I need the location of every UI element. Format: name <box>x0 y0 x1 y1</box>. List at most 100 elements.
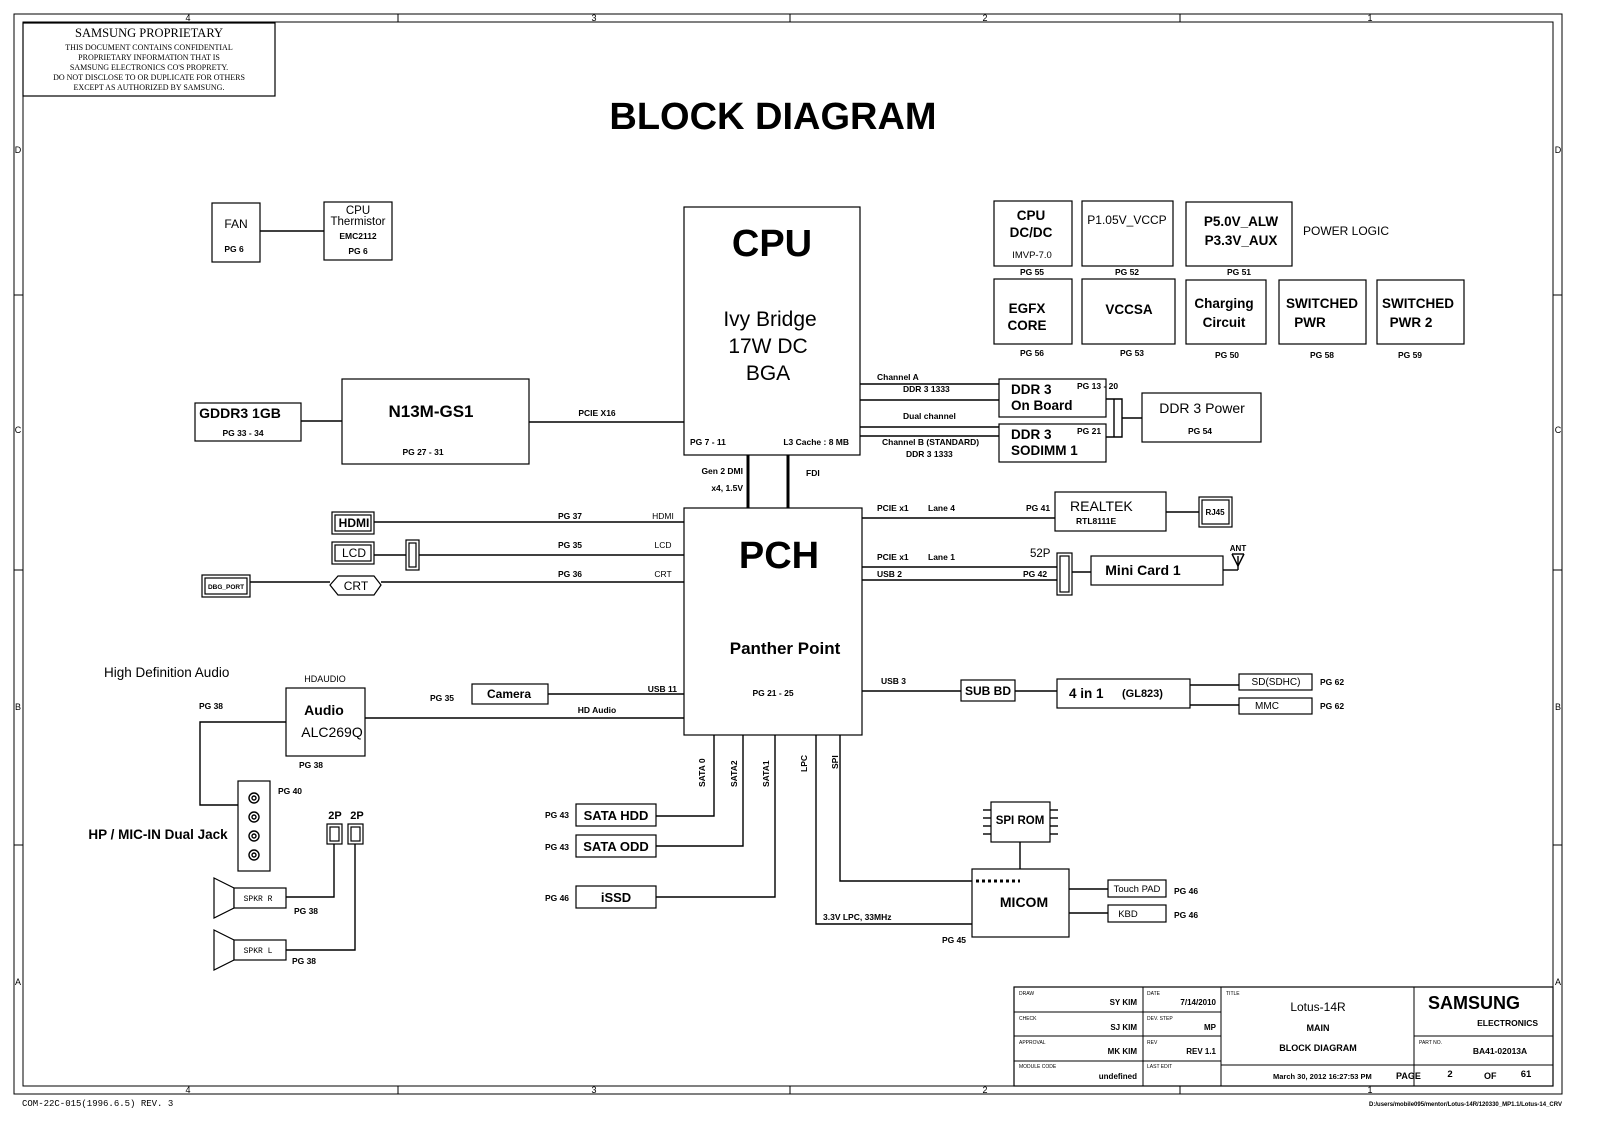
row-label-a: A <box>15 977 21 987</box>
hd-audio-signal: HD Audio <box>578 705 616 715</box>
audio-pg-left: PG 38 <box>199 701 223 711</box>
lcd-connector: LCD <box>331 541 375 565</box>
thermistor-block: CPU Thermistor EMC2112 PG 6 <box>323 201 393 261</box>
vccp-pg: PG 52 <box>1115 267 1139 277</box>
dev-step-caption: DEV. STEP <box>1147 1016 1173 1022</box>
issd-label: iSSD <box>601 890 631 905</box>
date-caption: DATE <box>1147 991 1161 997</box>
part-no-value: BA41-02013A <box>1473 1046 1527 1056</box>
dbg-port-connector: DBG_PORT <box>201 574 251 598</box>
switched-pwr2-block: SWITCHED PWR 2 PG 59 <box>1376 279 1465 360</box>
col-label-3-bottom: 3 <box>591 1085 596 1095</box>
sodimm-block: DDR 3 SODIMM 1 PG 21 <box>998 423 1107 463</box>
audio-codec-chip: ALC269Q <box>301 724 363 740</box>
lcd-signal: LCD <box>654 540 671 550</box>
fan-pg: PG 6 <box>224 244 244 254</box>
sub-bd-block: SUB BD <box>960 679 1016 702</box>
module-code-caption: MODULE CODE <box>1019 1064 1057 1070</box>
sata2-label: SATA2 <box>729 760 739 787</box>
col-label-1: 1 <box>1367 13 1372 23</box>
pcie-x16-label: PCIE X16 <box>578 408 616 418</box>
proprietary-title: SAMSUNG PROPRIETARY <box>75 26 223 40</box>
gpu-pg: PG 27 - 31 <box>402 447 443 457</box>
sata0-label: SATA 0 <box>697 758 707 787</box>
sub-bd-label: SUB BD <box>965 684 1011 698</box>
audio-jack-connector <box>237 780 271 872</box>
ddr-power-block: DDR 3 Power PG 54 <box>1141 392 1262 443</box>
mmc-pg: PG 62 <box>1320 701 1344 711</box>
thermistor-pg: PG 6 <box>348 246 368 256</box>
spi-rom-chip: SPI ROM <box>983 801 1058 843</box>
cpu-pg: PG 7 - 11 <box>690 437 726 447</box>
last-edit-caption: LAST EDIT <box>1147 1064 1172 1070</box>
audio-section-label: High Definition Audio <box>104 665 229 680</box>
title-caption: TITLE <box>1226 991 1240 997</box>
issd-block: iSSD <box>575 885 657 909</box>
vccp-block: P1.05V_VCCP PG 52 <box>1081 200 1174 277</box>
rj45-connector: RJ45 <box>1198 496 1233 528</box>
lcd-pg: PG 35 <box>558 540 582 550</box>
audio-codec-label: Audio <box>304 702 344 718</box>
egfx-pg: PG 56 <box>1020 348 1044 358</box>
gddr-label: GDDR3 1GB <box>199 405 281 421</box>
alw-pg: PG 51 <box>1227 267 1251 277</box>
channel-b-speed: DDR 3 1333 <box>906 449 953 459</box>
cpu-codename: Ivy Bridge <box>723 308 816 331</box>
dual-channel-label: Dual channel <box>903 411 956 421</box>
card-reader-block: 4 in 1 (GL823) <box>1056 678 1191 709</box>
speaker-right-pg: PG 38 <box>294 906 318 916</box>
antenna-icon <box>1223 553 1245 571</box>
ddr-onboard-label: DDR 3 <box>1011 382 1052 397</box>
pch-codename: Panther Point <box>730 639 841 658</box>
col-label-2-bottom: 2 <box>982 1085 987 1095</box>
ddr-power-label: DDR 3 Power <box>1159 400 1245 416</box>
power-logic-label: POWER LOGIC <box>1303 224 1389 238</box>
speaker-right-label: SPKR R <box>244 895 273 904</box>
cpu-tdp: 17W DC <box>728 335 807 358</box>
minicard-pcie-label: PCIE x1 <box>877 552 909 562</box>
switched-pwr2-label: PWR 2 <box>1390 315 1433 330</box>
speaker-connector-label: 2P <box>350 810 363 822</box>
hdmi-pg: PG 37 <box>558 511 582 521</box>
row-label-c-right: C <box>1555 425 1562 435</box>
row-label-b: B <box>15 702 21 712</box>
row-label-b-right: B <box>1555 702 1561 712</box>
speaker-connector-label: 2P <box>328 810 341 822</box>
speaker-left-icon: SPKR L <box>213 929 287 971</box>
company-logo: SAMSUNG <box>1428 993 1520 1013</box>
cpu-dcdc-label: CPU <box>1017 208 1046 223</box>
cpu-package: BGA <box>746 362 790 385</box>
sd-slot: SD(SDHC) <box>1238 673 1313 691</box>
dev-step-value: MP <box>1204 1023 1217 1032</box>
pch-block: PCH Panther Point PG 21 - 25 <box>683 507 863 736</box>
aux-label: P3.3V_AUX <box>1205 233 1278 248</box>
egfx-label: CORE <box>1007 318 1046 333</box>
touchpad-pg: PG 46 <box>1174 886 1198 896</box>
switched-pwr-block: SWITCHED PWR PG 58 <box>1278 279 1367 360</box>
thermistor-label: Thermistor <box>331 216 386 228</box>
cpu-cache: L3 Cache : 8 MB <box>783 437 849 447</box>
cpu-dcdc-pg: PG 55 <box>1020 267 1044 277</box>
draw-caption: DRAW <box>1019 991 1034 997</box>
row-label-c: C <box>15 425 22 435</box>
audio-jack-pg: PG 40 <box>278 786 302 796</box>
col-label-4: 4 <box>185 13 190 23</box>
page-number: 2 <box>1447 1069 1452 1080</box>
vccsa-block: VCCSA PG 53 <box>1081 278 1176 358</box>
proprietary-line: THIS DOCUMENT CONTAINS CONFIDENTIAL <box>65 43 233 52</box>
sd-label: SD(SDHC) <box>1252 677 1301 688</box>
part-no-caption: PART NO. <box>1419 1040 1442 1046</box>
speaker-left-label: SPKR L <box>244 947 273 956</box>
fan-block: FAN PG 6 <box>211 202 261 263</box>
audio-codec-block: Audio ALC269Q <box>285 687 366 757</box>
lan-lane-label: Lane 4 <box>928 503 955 513</box>
gpu-label: N13M-GS1 <box>388 402 473 421</box>
sodimm-label: DDR 3 <box>1011 427 1052 442</box>
camera-pg: PG 35 <box>430 693 454 703</box>
page-caption: PAGE <box>1396 1071 1421 1081</box>
card-reader-usb-label: USB 3 <box>881 676 906 686</box>
ddr-onboard-label: On Board <box>1011 398 1073 413</box>
vccsa-pg: PG 53 <box>1120 348 1144 358</box>
title-board: MAIN <box>1307 1023 1330 1033</box>
